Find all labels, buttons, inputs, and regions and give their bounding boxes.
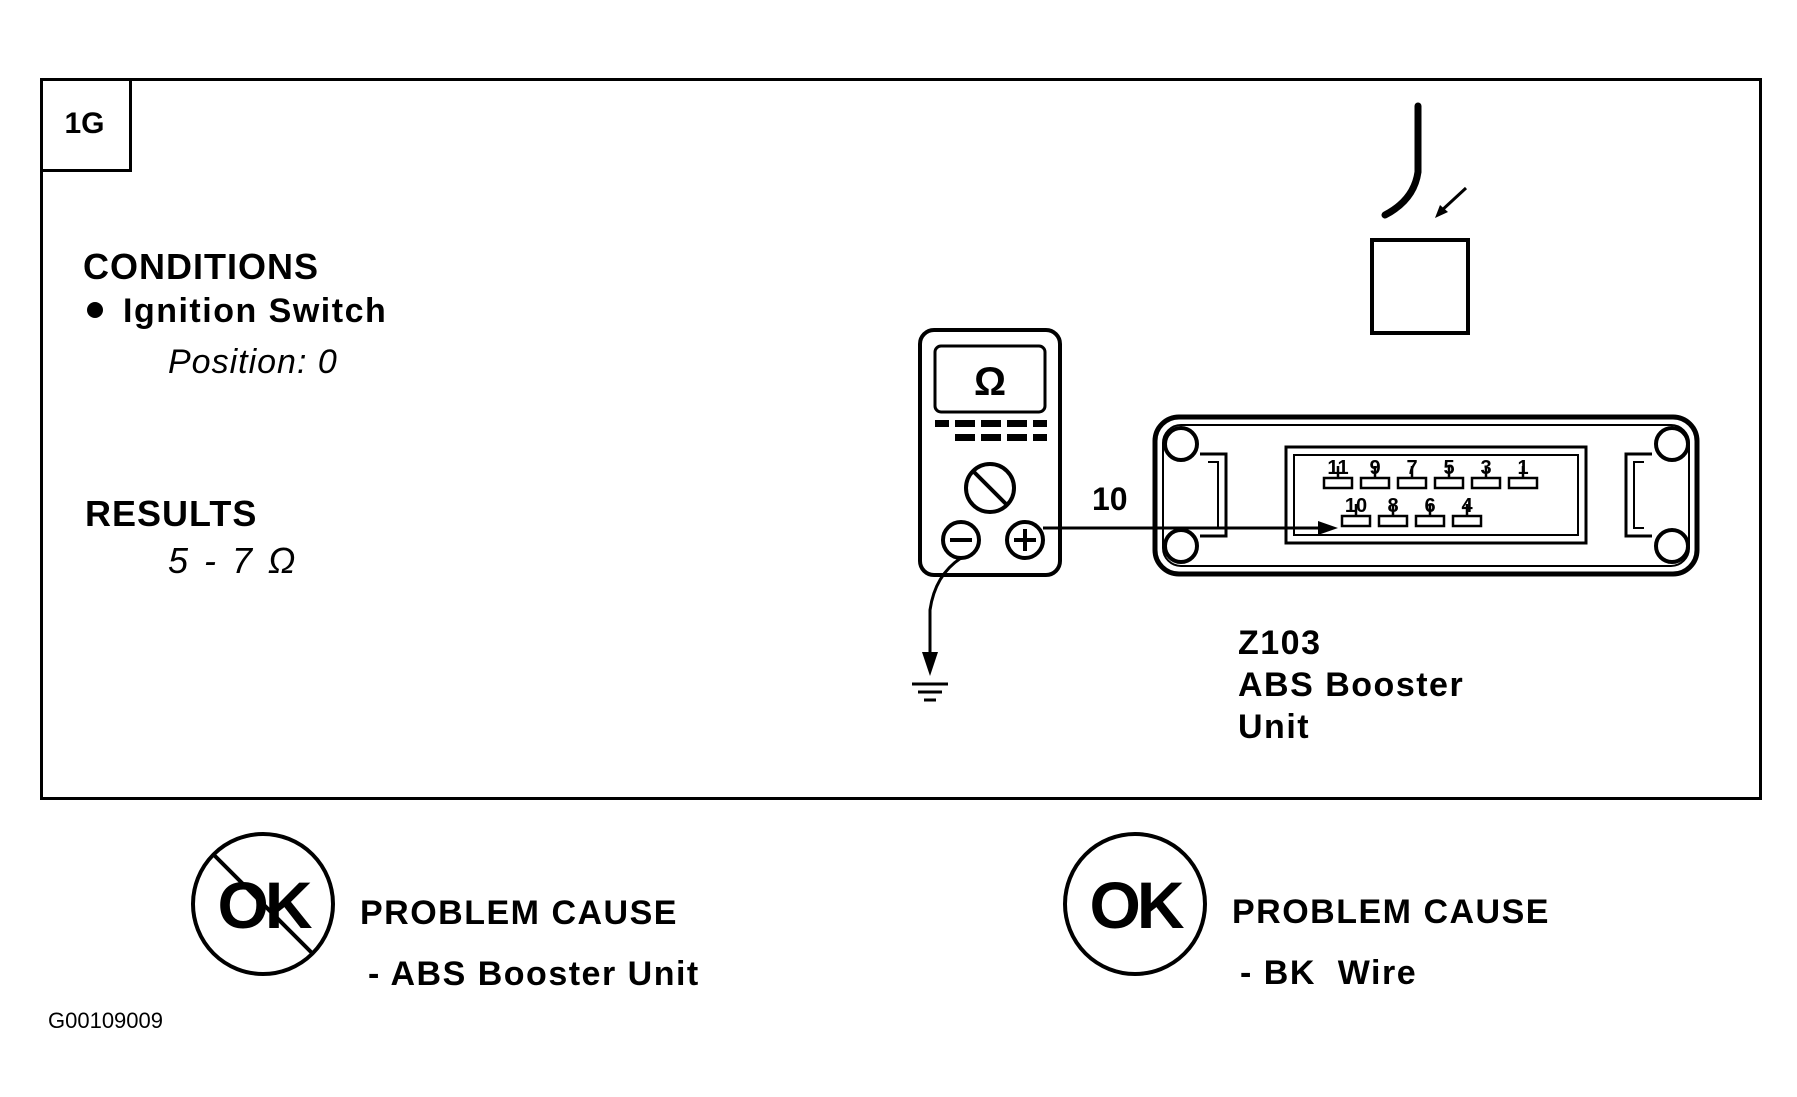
positive-terminal-icon [1005,520,1045,560]
component-name-line2: Unit [1238,708,1311,746]
connector-pin-label: 9 [1369,457,1380,479]
figure-code: G00109009 [48,1008,163,1033]
connector-pin: 7 [1396,457,1428,490]
connector-pin-label: 1 [1517,457,1528,479]
not-ok-badge-label: OK [218,868,313,942]
wire-label: 10 [1092,481,1128,517]
connector-pin: 9 [1359,457,1391,490]
connector-z103: 11 9 7 5 3 1 10 8 6 4 [1152,414,1700,577]
connector-pin: 6 [1414,495,1446,528]
ok-badge: OK [1063,832,1207,976]
conditions-item: Ignition Switch [87,292,387,331]
bullet-icon [87,302,103,319]
pin-row-top: 11 9 7 5 3 1 [1322,457,1539,490]
test-id: 1G [64,106,105,140]
outcome-2-cause: - BK Wire [1240,954,1418,992]
test-panel-frame [40,78,1762,800]
conditions-item-label: Ignition Switch [123,292,388,330]
connector-pin: 3 [1470,457,1502,490]
multimeter-icon: Ω [918,328,1062,577]
pin-row-bottom: 10 8 6 4 [1340,495,1483,528]
connector-pin-label: 8 [1387,495,1398,517]
meter-display-symbol: Ω [974,360,1006,404]
results-heading: RESULTS [85,493,258,534]
connector-pin-label: 10 [1345,495,1367,517]
connector-pin-label: 3 [1480,457,1491,479]
connector-pin-label: 11 [1327,457,1348,479]
results-value: 5 - 7 Ω [168,540,299,581]
connector-pin: 4 [1451,495,1483,528]
conditions-heading: CONDITIONS [83,246,320,287]
connector-pin: 11 [1322,457,1354,490]
ground-lead [912,556,962,702]
connector-pin: 8 [1377,495,1409,528]
outcome-2-heading: PROBLEM CAUSE [1232,893,1550,931]
connector-pin-label: 5 [1443,457,1454,479]
conditions-detail: Position: 0 [168,343,338,381]
connector-pin-label: 4 [1461,495,1473,517]
connector-pin: 5 [1433,457,1465,490]
test-id-tag: 1G [40,78,132,172]
negative-terminal-icon [941,520,981,560]
not-ok-badge: OK [191,832,335,976]
connector-pin-label: 7 [1406,457,1417,479]
connector-pin: 10 [1340,495,1372,528]
outcome-1-cause: - ABS Booster Unit [368,955,700,993]
probe-icon [1370,102,1470,335]
component-id: Z103 [1238,624,1322,662]
component-name-line1: ABS Booster [1238,666,1465,704]
connector-pin-label: 6 [1424,495,1435,517]
rotary-dial-icon [964,462,1016,514]
ok-badge-label: OK [1090,868,1185,942]
connector-pin: 1 [1507,457,1539,490]
outcome-1-heading: PROBLEM CAUSE [360,894,678,932]
